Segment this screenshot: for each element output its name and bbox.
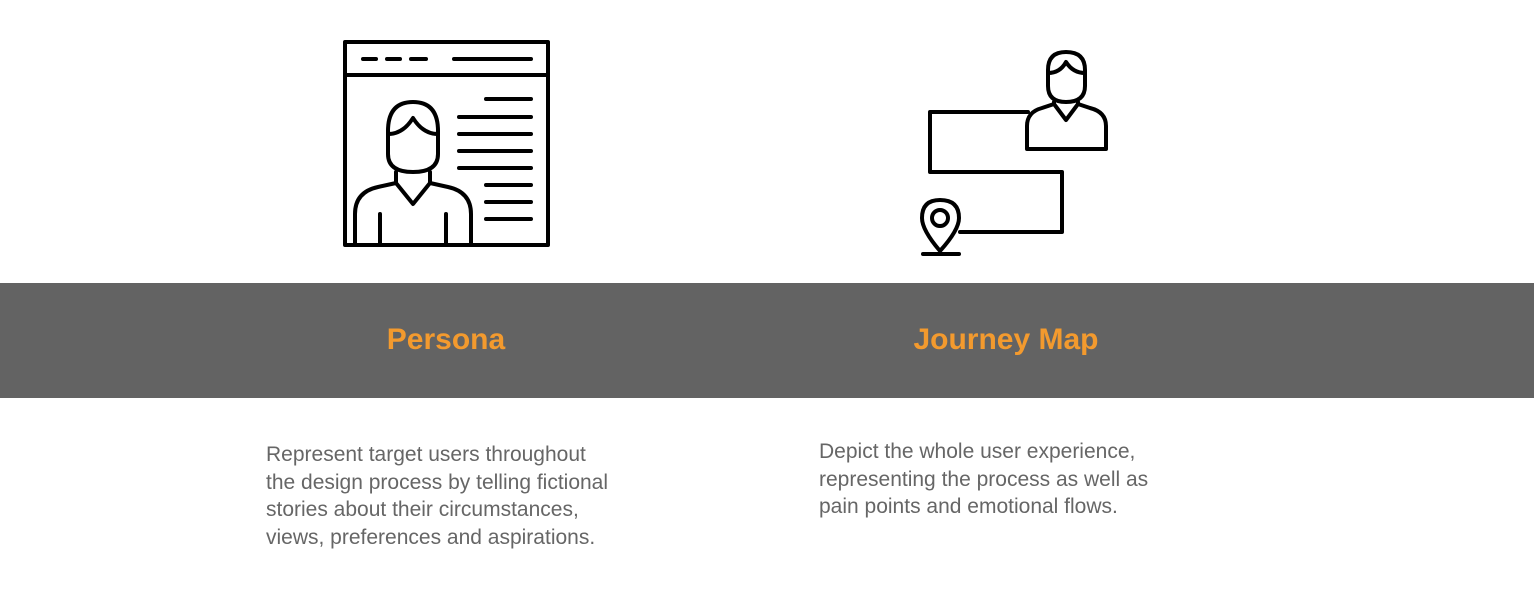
description-line: pain points and emotional flows. [819,495,1118,518]
journey-map-title: Journey Map [913,323,1099,356]
description-line: representing the process as well as [819,467,1149,491]
description-line: Depict the whole user experience, [819,440,1136,463]
description-line: Represent target users throughout [266,443,586,466]
description-line: the design process by telling fictional [266,470,609,494]
persona-title: Persona [386,323,506,356]
persona-description: Represent target users throughout the de… [266,441,666,551]
description-line: stories about their circumstances, [266,498,579,521]
persona-profile-icon [338,36,554,252]
title-band [0,283,1534,398]
description-line: views, preferences and aspirations. [266,525,596,549]
journey-map-icon [914,46,1114,262]
journey-map-description: Depict the whole user experience, repres… [819,438,1219,521]
